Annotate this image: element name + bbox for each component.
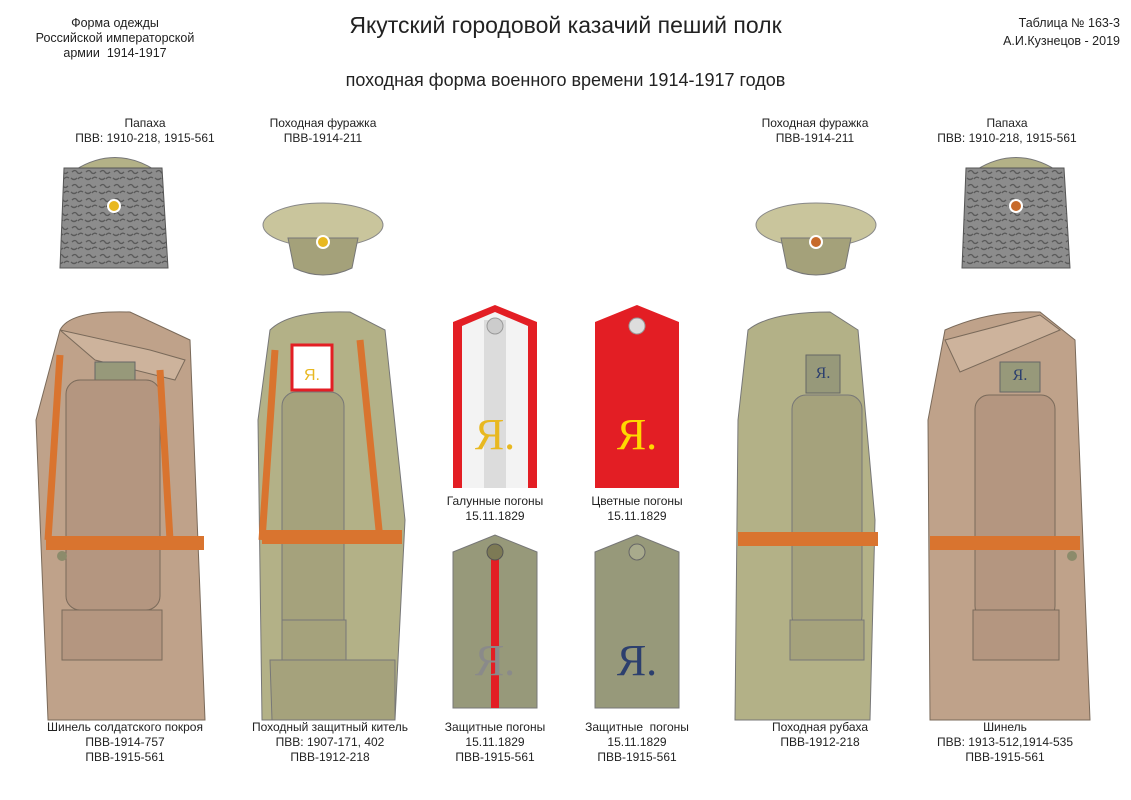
field-shirt-icon [734,311,878,721]
protective-board-2-caption: Защитные погоны 15.11.1829 ПВВ-1915-561 [585,720,689,764]
shoulder-board-letter-shirt: Я. [815,365,831,382]
table-number: Таблица № 163-3 [1018,16,1120,30]
greatcoat-right-icon [927,311,1091,721]
field-cap-left-icon [262,202,384,276]
papakha-left-icon [59,157,169,269]
cap-left-caption: Походная фуражка ПВВ-1914-211 [269,116,377,145]
header-left-note: Форма одежды Российской императорской ар… [35,16,195,60]
shoulder-board-letter-colored: Я. [616,410,658,459]
greatcoat-left-icon [35,311,206,721]
shoulder-board-letter-protective-2: Я. [616,636,658,685]
shoulder-board-letter-protective-1: Я. [474,636,516,685]
greatcoat-left-caption: Шинель солдатского покроя ПВВ-1914-757 П… [47,720,203,764]
protective-shoulder-board-2-icon [594,534,680,709]
colored-board-caption: Цветные погоны 15.11.1829 [591,494,683,523]
cap-right-caption: Походная фуражка ПВВ-1914-211 [761,116,869,145]
protective-shoulder-board-1-icon [452,534,538,709]
page-title: Якутский городовой казачий пеший полк [349,12,782,38]
protective-board-1-caption: Защитные погоны 15.11.1829 ПВВ-1915-561 [444,720,546,764]
galloon-board-caption: Галунные погоны 15.11.1829 [446,494,544,523]
shoulder-board-letter-tunic: Я. [304,367,320,384]
colored-shoulder-board-icon [595,305,679,488]
tunic-caption: Походный защитный китель ПВВ: 1907-171, … [251,720,409,764]
author: А.И.Кузнецов - 2019 [1003,34,1120,48]
shirt-caption: Походная рубаха ПВВ-1912-218 [771,720,869,749]
field-cap-right-icon [755,202,877,276]
papakha-right-icon [961,157,1071,269]
galloon-shoulder-board-icon [453,305,537,488]
greatcoat-right-caption: Шинель ПВВ: 1913-512,1914-535 ПВВ-1915-5… [936,720,1074,764]
page-subtitle: походная форма военного времени 1914-191… [345,70,786,90]
papakha-left-caption: Папаха ПВВ: 1910-218, 1915-561 [75,116,215,145]
shoulder-board-letter-greatcoat-right: Я. [1012,367,1028,384]
papakha-right-caption: Папаха ПВВ: 1910-218, 1915-561 [937,116,1077,145]
shoulder-board-letter-galloon: Я. [474,410,516,459]
tunic-icon [257,311,406,721]
